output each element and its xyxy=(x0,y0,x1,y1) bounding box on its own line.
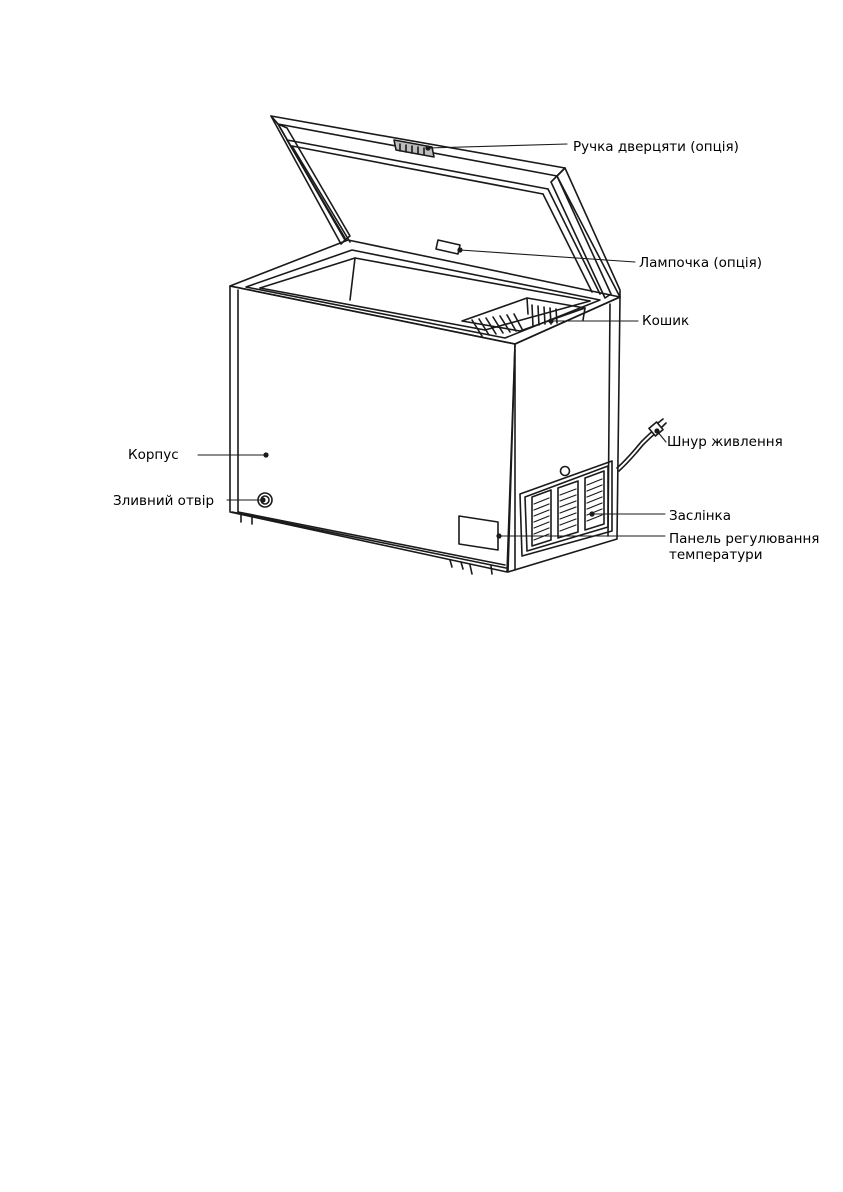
label-lamp: Лампочка (опція) xyxy=(639,255,762,271)
lamp-icon xyxy=(436,240,460,254)
cabinet-top-rim xyxy=(230,240,620,344)
grille-icon xyxy=(520,461,612,556)
label-drain: Зливний отвір xyxy=(113,493,214,509)
basket-icon xyxy=(462,298,585,336)
label-temperature-panel: Панель регулювання температури xyxy=(669,531,839,563)
label-basket: Кошик xyxy=(642,313,689,329)
label-body: Корпус xyxy=(128,447,179,463)
label-door-handle: Ручка дверцяти (опція) xyxy=(573,139,739,155)
temperature-panel-icon xyxy=(459,516,498,550)
label-grille: Заслінка xyxy=(669,508,731,524)
lid xyxy=(271,116,620,298)
power-cord-icon xyxy=(617,419,666,471)
label-power-cord: Шнур живлення xyxy=(667,434,783,450)
